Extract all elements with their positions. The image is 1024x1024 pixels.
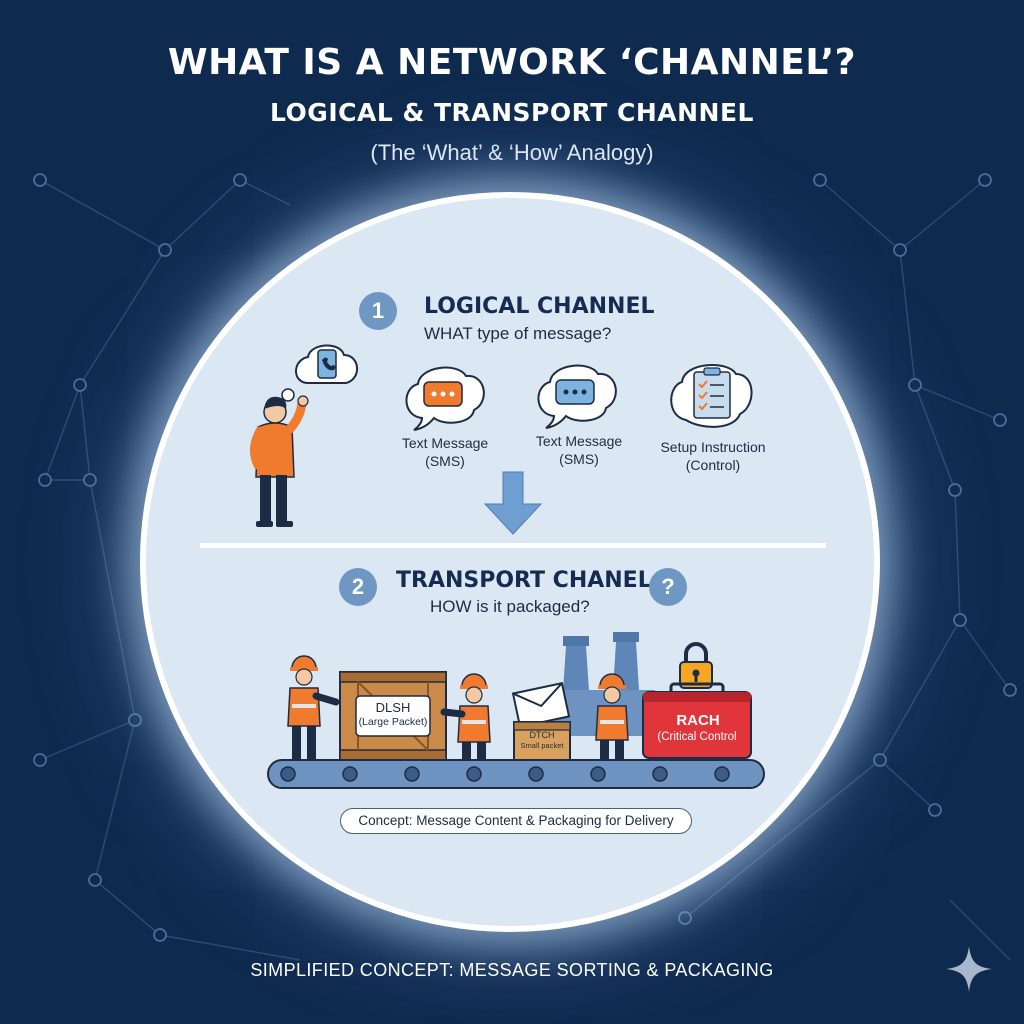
- item-1-caption: Text Message (SMS): [390, 434, 500, 470]
- item-2-sublabel: (SMS): [559, 451, 599, 467]
- clipboard-checklist-icon: [670, 363, 753, 428]
- help-question-icon: ?: [649, 568, 687, 606]
- item-2-caption: Text Message (SMS): [524, 432, 634, 468]
- footer-text: SIMPLIFIED CONCEPT: MESSAGE SORTING & PA…: [250, 960, 774, 980]
- conveyor-belt-icon: [267, 759, 765, 789]
- logical-channel-title: LOGICAL CHANNEL: [424, 294, 655, 319]
- worker-3-icon: [595, 673, 629, 762]
- logical-question: WHAT type of message?: [424, 324, 612, 343]
- rach-label: RACH: [676, 712, 720, 729]
- subtitle: LOGICAL & TRANSPORT CHANNEL: [270, 98, 754, 127]
- sparkle-icon: [946, 946, 992, 992]
- main-title: WHAT IS A NETWORK ‘CHANNEL’?: [167, 42, 857, 83]
- transport-channel-title: TRANSPORT CHANEL: [396, 568, 652, 593]
- small-box-sublabel: Small packet: [520, 741, 564, 750]
- rach-sublabel: (Critical Control: [657, 731, 737, 743]
- section-divider: [200, 543, 826, 548]
- worker-2-icon: [440, 673, 491, 768]
- transport-question: HOW is it packaged?: [430, 597, 590, 616]
- analogy-caption: (The ‘What’ & ‘How’ Analogy): [370, 140, 654, 165]
- small-box-label: DTCH: [529, 730, 555, 740]
- sms-chat-orange-icon: [405, 366, 485, 431]
- item-1-label: Text Message: [401, 435, 489, 451]
- small-packet-box-icon: [513, 721, 571, 761]
- item-3-sublabel: (Control): [685, 457, 741, 473]
- down-arrow-icon: [483, 471, 543, 535]
- thought-bubble: [273, 344, 358, 412]
- padlock-icon: [679, 642, 713, 689]
- person-icon: [250, 395, 309, 527]
- rach-toolbox-icon: [642, 682, 752, 759]
- item-2-label: Text Message: [535, 433, 623, 449]
- worker-1-icon: [287, 655, 340, 760]
- crate-label: DLSH: [375, 700, 411, 715]
- item-1-sublabel: (SMS): [425, 453, 465, 469]
- person-with-phone-thought: [250, 344, 358, 527]
- item-3-label: Setup Instruction: [660, 439, 766, 455]
- section-number-2: 2: [339, 568, 377, 606]
- sms-chat-blue-icon: [537, 364, 617, 429]
- section-number-1: 1: [359, 292, 397, 330]
- envelope-icon: [511, 681, 571, 729]
- concept-caption: Concept: Message Content & Packaging for…: [340, 808, 692, 834]
- crate-sublabel: (Large Packet): [358, 716, 428, 728]
- item-3-caption: Setup Instruction (Control): [648, 438, 778, 474]
